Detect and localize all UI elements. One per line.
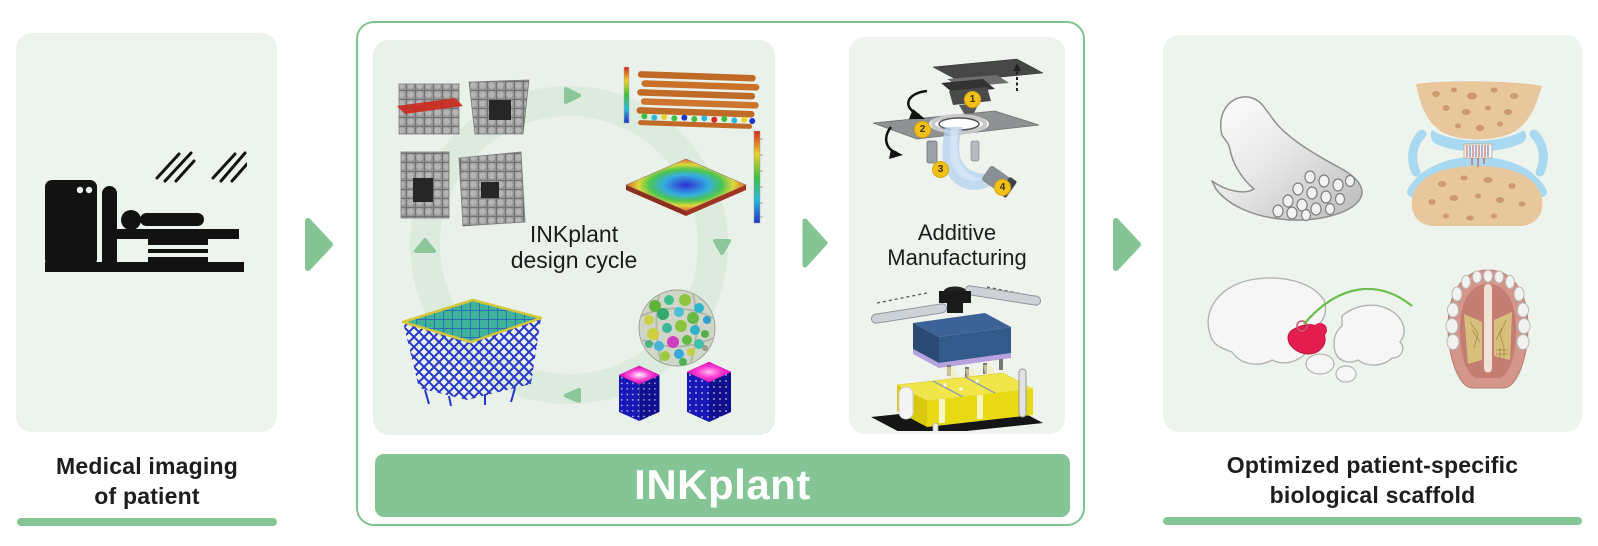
caption-line: of patient [94, 483, 200, 509]
step-number: 1 [969, 94, 976, 105]
additive-manufacturing-label: Additive Manufacturing [849, 220, 1065, 270]
cycle-arrow-right-icon [564, 87, 581, 104]
cycle-arrow-up-icon [414, 238, 436, 253]
lattice-basket-fea-image [401, 298, 543, 407]
step-badge-4: 4 [994, 179, 1011, 196]
cycle-arrow-down-icon [713, 239, 731, 255]
inkplant-banner-label: INKplant [634, 461, 811, 508]
voxel-heatmap-cubes-image [618, 361, 732, 422]
additive-label-line1: Additive [917, 220, 997, 245]
bioprinter-illustration-image [870, 285, 1043, 431]
step-number: 4 [999, 182, 1006, 193]
woodpile-scaffold-simulation-image [623, 66, 760, 129]
scaffold-caption: Optimized patient-specific biological sc… [1163, 450, 1582, 510]
skull-tmj-implant-image [1207, 277, 1413, 383]
step-badge-1: 1 [964, 91, 981, 108]
design-cycle-title: INKplant design cycle [373, 221, 775, 273]
particle-sphere-model-image [638, 289, 716, 367]
red-cut-plane [397, 98, 463, 114]
flow-arrow-right-icon [802, 218, 828, 268]
signal-rays-icon [155, 151, 247, 183]
plate-fea-simulation-image [625, 130, 763, 224]
multi-axis-printhead-schematic-image [872, 58, 1044, 198]
additive-label-line2: Manufacturing [887, 245, 1027, 270]
step-badge-2: 2 [914, 121, 931, 138]
scaffold-results-panel [1163, 35, 1582, 432]
step-badge-3: 3 [932, 161, 949, 178]
lattice-unit-cells-image [397, 79, 530, 227]
step-number: 2 [919, 124, 926, 135]
mri-scanner-icon [45, 151, 247, 272]
rainbow-colorbar [623, 66, 630, 124]
basket-top-surface [401, 298, 543, 344]
caption-underline [17, 518, 277, 526]
flow-arrow-right-icon [305, 218, 333, 271]
caption-line: Medical imaging [56, 453, 238, 479]
palate-graft-image [1445, 269, 1531, 389]
rainbow-colorbar [753, 130, 761, 224]
step-number: 3 [937, 164, 944, 175]
design-cycle-title-line1: INKplant [529, 221, 619, 247]
inkplant-process-frame: INKplant design cycle [356, 21, 1085, 526]
caption-line: biological scaffold [1269, 482, 1476, 508]
additive-manufacturing-panel: 1 2 3 4 Additive Manufacturing [849, 37, 1065, 434]
caption-underline [1163, 517, 1582, 525]
caption-line: Optimized patient-specific [1226, 452, 1519, 478]
cycle-arrow-left-icon [564, 388, 581, 403]
medical-imaging-caption: Medical imaging of patient [17, 451, 277, 511]
cycle-ring [410, 86, 731, 404]
design-cycle-title-line2: design cycle [510, 247, 638, 273]
implant-graft [1463, 143, 1493, 167]
meniscus-scaffold-image [1211, 96, 1363, 222]
inkplant-banner: INKplant [375, 454, 1070, 517]
osteochondral-joint-image [1407, 81, 1548, 226]
medical-imaging-panel [16, 33, 277, 432]
flow-arrow-right-icon [1113, 218, 1141, 271]
design-cycle-panel: INKplant design cycle [373, 40, 775, 435]
